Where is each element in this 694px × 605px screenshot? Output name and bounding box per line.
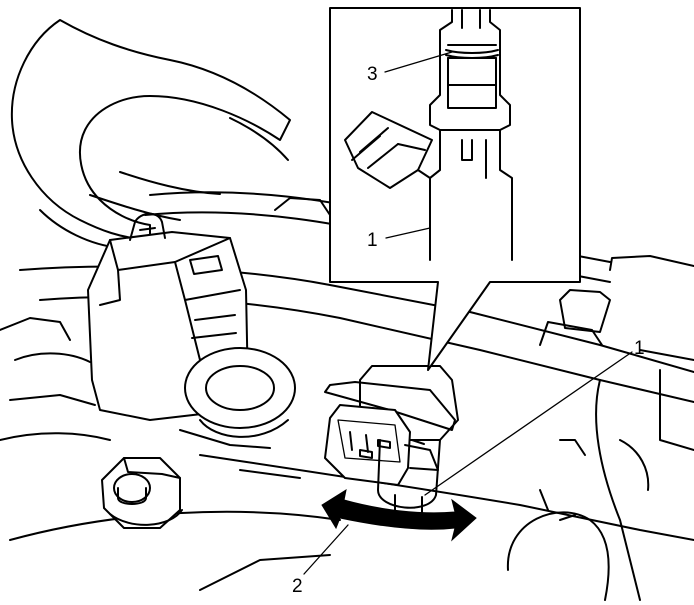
hex-nut bbox=[101, 457, 183, 529]
callout-2: 2 bbox=[292, 576, 303, 597]
callout-leaders bbox=[303, 51, 633, 575]
hand-icon bbox=[10, 19, 291, 249]
callout-3: 3 bbox=[367, 64, 378, 85]
callout-1: 1 bbox=[634, 338, 645, 359]
installed-injector bbox=[324, 365, 459, 515]
double-headed-curved-arrow-icon bbox=[321, 488, 477, 542]
callout-1-inset: 1 bbox=[367, 230, 378, 251]
injector-bore bbox=[184, 347, 296, 438]
inset-detail-view bbox=[329, 7, 581, 371]
